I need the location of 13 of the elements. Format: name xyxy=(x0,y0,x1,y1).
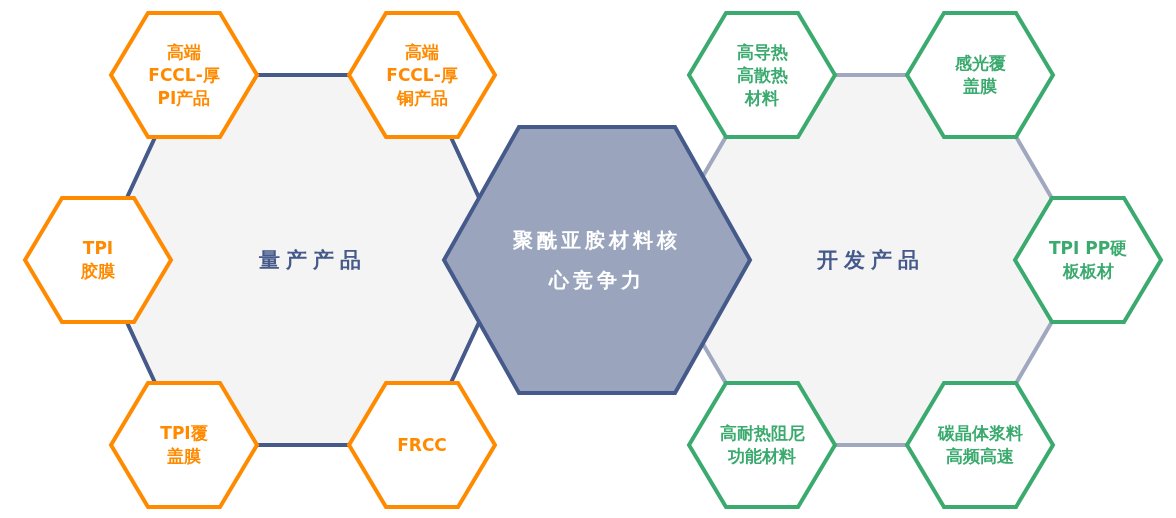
hexagon-label: TPI PP硬板板材 xyxy=(1047,237,1129,283)
hexagon-label: TPI胶膜 xyxy=(80,237,116,283)
hexagon-label: 高端FCCL-厚PI产品 xyxy=(147,40,221,110)
hexagon-label: 碳晶体浆料高频高速 xyxy=(936,422,1024,468)
hexagon-label: 高导热高散热材料 xyxy=(735,40,789,110)
hexagon-label: 高耐热阻尼功能材料 xyxy=(718,422,806,468)
hexagon-label: FRCC xyxy=(396,433,448,457)
hexagon-title: 量产产品 xyxy=(258,248,368,272)
hexagon-label: 高端FCCL-厚铜产品 xyxy=(385,40,459,110)
hexagon-label: 感光覆盖膜 xyxy=(953,52,1007,98)
hexagon-title: 开发产品 xyxy=(816,248,926,272)
hexagon-label: TPI覆盖膜 xyxy=(159,422,209,468)
hexagon-title: 聚酰亚胺材料核心竞争力 xyxy=(512,227,682,294)
